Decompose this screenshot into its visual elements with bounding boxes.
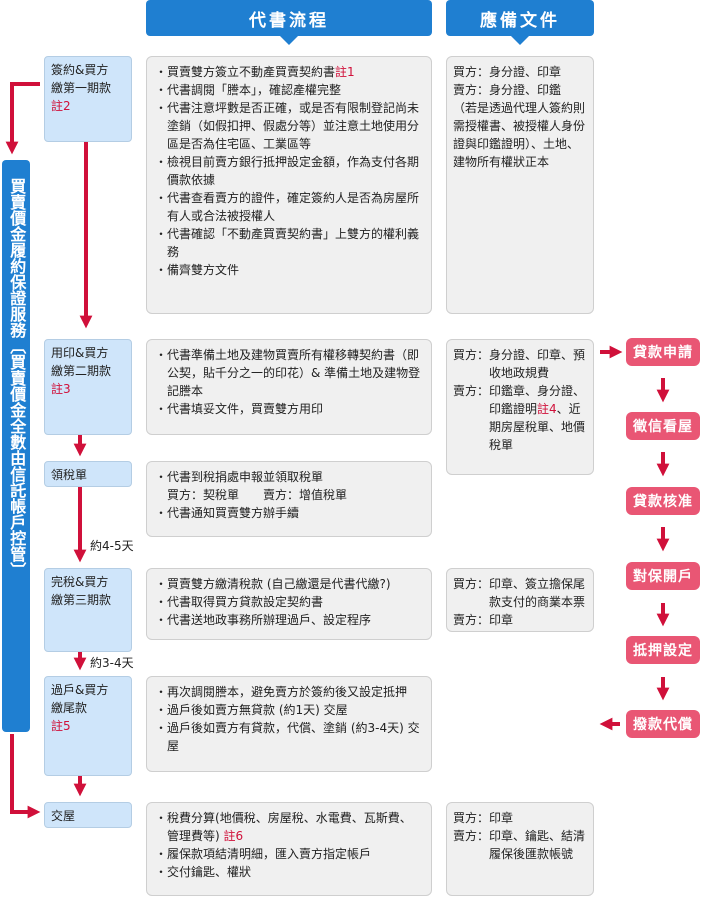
process-item: 代書查看賣方的證件，確定簽約人是否為房屋所有人或合法被授權人 xyxy=(155,189,423,225)
process-item: 代書確認「不動產買賣契約書」上雙方的權利義務 xyxy=(155,225,423,261)
step-tax-paid: 完稅&買方 繳第三期款 xyxy=(44,568,132,652)
loan-step-account-opening: 對保開戶 xyxy=(626,562,700,590)
side-arrow-top xyxy=(5,82,40,155)
step-note: 註5 xyxy=(51,719,71,733)
process-box-3: 代書到稅捐處申報並領取稅單 買方：契稅單 賣方：增值稅單 代書通知買賣雙方辦手續 xyxy=(146,461,432,537)
step-line: 繳第一期款 xyxy=(51,81,112,95)
process-box-6: 稅費分算(地價稅、房屋稅、水電費、瓦斯費、管理費等) 註6 履保款項結清明細，匯… xyxy=(146,802,432,896)
step-line: 過戶&買方 xyxy=(51,683,109,697)
step-tax-bill: 領稅單 xyxy=(44,461,132,487)
step-sealing: 用印&買方 繳第二期款 註3 xyxy=(44,339,132,435)
process-item: 代書送地政事務所辦理過戶、設定程序 xyxy=(155,611,423,629)
documents-box-2: 買方：身分證、印章、預收地政規費 賣方：印鑑章、身分證、印鑑證明註4、近期房屋稅… xyxy=(446,339,594,475)
step-line: 交屋 xyxy=(51,809,76,823)
process-box-2: 代書準備土地及建物買賣所有權移轉契約書（即公契，貼千分之一的印花）& 準備土地及… xyxy=(146,339,432,435)
step-line: 繳第二期款 xyxy=(51,364,112,378)
step-handover: 交屋 xyxy=(44,802,132,828)
step-transfer: 過戶&買方 繳尾款 註5 xyxy=(44,676,132,776)
process-box-4: 買賣雙方繳清稅款 (自己繳還是代書代繳?) 代書取得買方貸款設定契約書 代書送地… xyxy=(146,568,432,640)
step-line: 繳第三期款 xyxy=(51,593,112,607)
escrow-service-label: 買賣價金履約保證服務〔買賣價金全數由信託帳戶控管〕 xyxy=(2,160,30,732)
documents-box-1: 買方：身分證、印章 賣方：身分證、印鑑 （若是透過代理人簽約則需授權書、被授權人… xyxy=(446,56,594,314)
documents-extra: （若是透過代理人簽約則需授權書、被授權人身份證與印鑑證明）、土地、建物所有權狀正… xyxy=(453,101,586,169)
process-header: 代書流程 xyxy=(146,0,432,45)
step-line: 領稅單 xyxy=(51,468,88,482)
process-item: 買賣雙方繳清稅款 (自己繳還是代書代繳?) xyxy=(155,575,423,593)
process-item: 檢視目前賣方銀行抵押設定金額，作為支付各期價款依據 xyxy=(155,153,423,189)
process-box-5: 再次調閱謄本，避免賣方於簽約後又設定抵押 過戶後如賣方無貸款 (約1天) 交屋 … xyxy=(146,676,432,772)
side-arrow-bottom xyxy=(10,734,41,819)
loan-step-approval: 貸款核准 xyxy=(626,487,700,515)
process-item: 代書調閱「謄本」，確認產權完整 xyxy=(155,81,423,99)
documents-box-4: 買方：印章、簽立擔保尾款支付的商業本票 賣方：印章 xyxy=(446,568,594,632)
process-item: 稅費分算(地價稅、房屋稅、水電費、瓦斯費、管理費等) 註6 xyxy=(155,809,423,845)
process-item: 交付鑰匙、權狀 xyxy=(155,863,423,881)
process-item: 代書取得買方貸款設定契約書 xyxy=(155,593,423,611)
step-line: 繳尾款 xyxy=(51,701,88,715)
documents-box-6: 買方：印章 賣方：印章、鑰匙、結清履保後匯款帳號 xyxy=(446,802,594,896)
process-item: 代書通知買賣雙方辦手續 xyxy=(155,504,423,522)
process-item: 買賣雙方簽立不動產買賣契約書註1 xyxy=(155,63,423,81)
process-item: 代書填妥文件，買賣雙方用印 xyxy=(155,400,423,418)
step-note: 註2 xyxy=(51,99,71,113)
step-note: 註3 xyxy=(51,382,71,396)
loan-step-disbursement: 撥款代償 xyxy=(626,710,700,738)
process-item: 代書準備土地及建物買賣所有權移轉契約書（即公契，貼千分之一的印花）& 準備土地及… xyxy=(155,346,423,400)
loan-step-credit-check: 徵信看屋 xyxy=(626,412,700,440)
gap-label-1: 約4-5天 xyxy=(90,539,134,553)
process-box-1: 買賣雙方簽立不動產買賣契約書註1 代書調閱「謄本」，確認產權完整 代書注意坪數是… xyxy=(146,56,432,314)
process-item: 代書到稅捐處申報並領取稅單 xyxy=(155,468,423,486)
process-item: 備齊雙方文件 xyxy=(155,261,423,279)
step-line: 簽約&買方 xyxy=(51,63,109,77)
step-line: 完稅&買方 xyxy=(51,575,109,589)
documents-header: 應備文件 xyxy=(446,0,594,45)
loan-step-application: 貸款申請 xyxy=(626,338,700,366)
gap-label-2: 約3-4天 xyxy=(90,656,134,670)
process-item: 履保款項結清明細，匯入賣方指定帳戶 xyxy=(155,845,423,863)
loan-step-mortgage-setup: 抵押設定 xyxy=(626,636,700,664)
process-item: 過戶後如賣方無貸款 (約1天) 交屋 xyxy=(155,701,423,719)
process-subline: 買方：契稅單 賣方：增值稅單 xyxy=(167,488,348,502)
step-signing: 簽約&買方 繳第一期款 註2 xyxy=(44,56,132,142)
process-item: 再次調閱謄本，避免賣方於簽約後又設定抵押 xyxy=(155,683,423,701)
step-line: 用印&買方 xyxy=(51,346,109,360)
process-item: 代書注意坪數是否正確，或是否有限制登記尚未塗銷（如假扣押、假處分等）並注意土地使… xyxy=(155,99,423,153)
process-item: 過戶後如賣方有貸款，代償、塗銷 (約3-4天) 交屋 xyxy=(155,719,423,755)
